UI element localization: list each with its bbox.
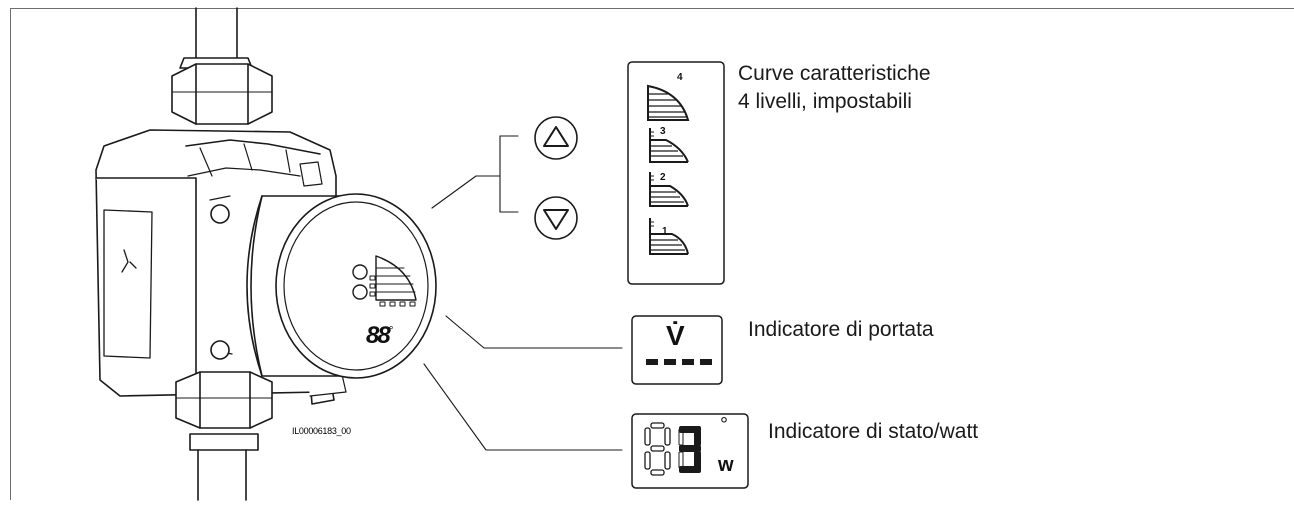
top-pipe bbox=[179, 7, 253, 69]
up-button[interactable] bbox=[534, 116, 578, 160]
curves-label-line2: 4 livelli, impostabili bbox=[738, 90, 912, 113]
frame-left-border bbox=[10, 8, 11, 500]
down-button[interactable] bbox=[534, 196, 578, 240]
pump-display-digits: 88° bbox=[366, 322, 394, 350]
pump-display-degree: ° bbox=[388, 323, 394, 337]
flow-symbol: V̇ bbox=[666, 320, 685, 351]
frame-top-border bbox=[10, 8, 1294, 9]
triangle-down-icon bbox=[543, 209, 569, 230]
leader-lines bbox=[423, 135, 623, 451]
status-label: Indicatore di stato/watt bbox=[768, 420, 979, 443]
flow-label: Indicatore di portata bbox=[748, 318, 934, 341]
curve-level-3-number: 3 bbox=[660, 126, 666, 137]
curve-level-2-number: 2 bbox=[660, 172, 666, 183]
pump-display-value: 88 bbox=[366, 322, 391, 349]
status-unit: w bbox=[718, 454, 734, 476]
status-degree: ° bbox=[720, 414, 728, 436]
top-nut bbox=[171, 63, 273, 125]
curve-level-1-number: 1 bbox=[662, 226, 668, 237]
drawing-reference: IL00006183_00 bbox=[292, 426, 351, 436]
triangle-up-icon bbox=[543, 126, 569, 147]
pump-display-curves bbox=[352, 255, 417, 307]
curve-level-4-number: 4 bbox=[677, 72, 683, 83]
curves-label-line1: Curve caratteristiche bbox=[738, 62, 931, 85]
bottom-pipe bbox=[197, 449, 247, 501]
bottom-nut bbox=[175, 371, 273, 451]
